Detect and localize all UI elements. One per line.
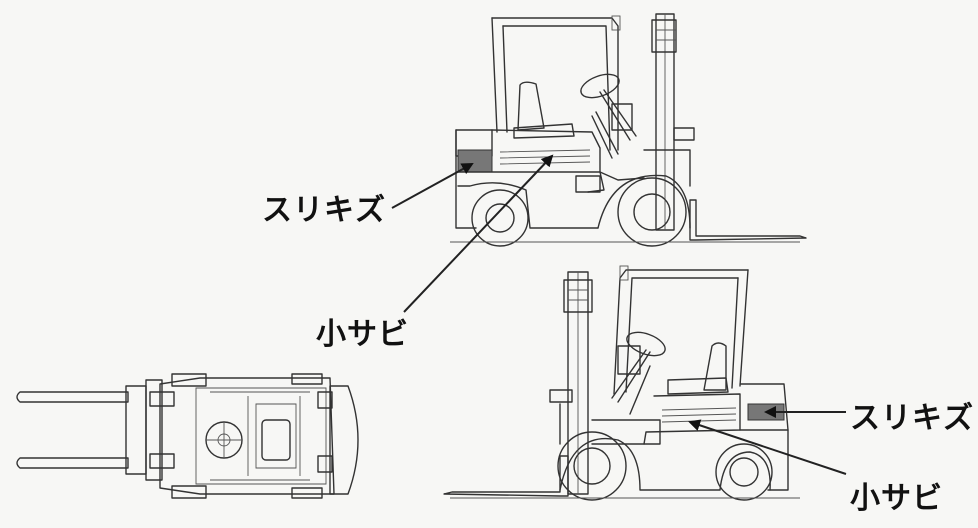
label-rust-lower: 小サビ [850,481,943,516]
annotation-arrows [391,154,847,475]
arrow-rust-upper [403,154,554,313]
forklift-top-view [16,373,359,499]
label-rust-upper: 小サビ [316,317,409,352]
forklift-side-view-lower [443,265,800,501]
arrow-rust-lower [688,419,847,475]
arrow-scratch-upper [391,163,474,209]
forklift-side-view-upper [450,13,807,247]
label-scratch-lower: スリキズ [850,401,974,436]
label-scratch-upper: スリキズ [262,193,386,228]
